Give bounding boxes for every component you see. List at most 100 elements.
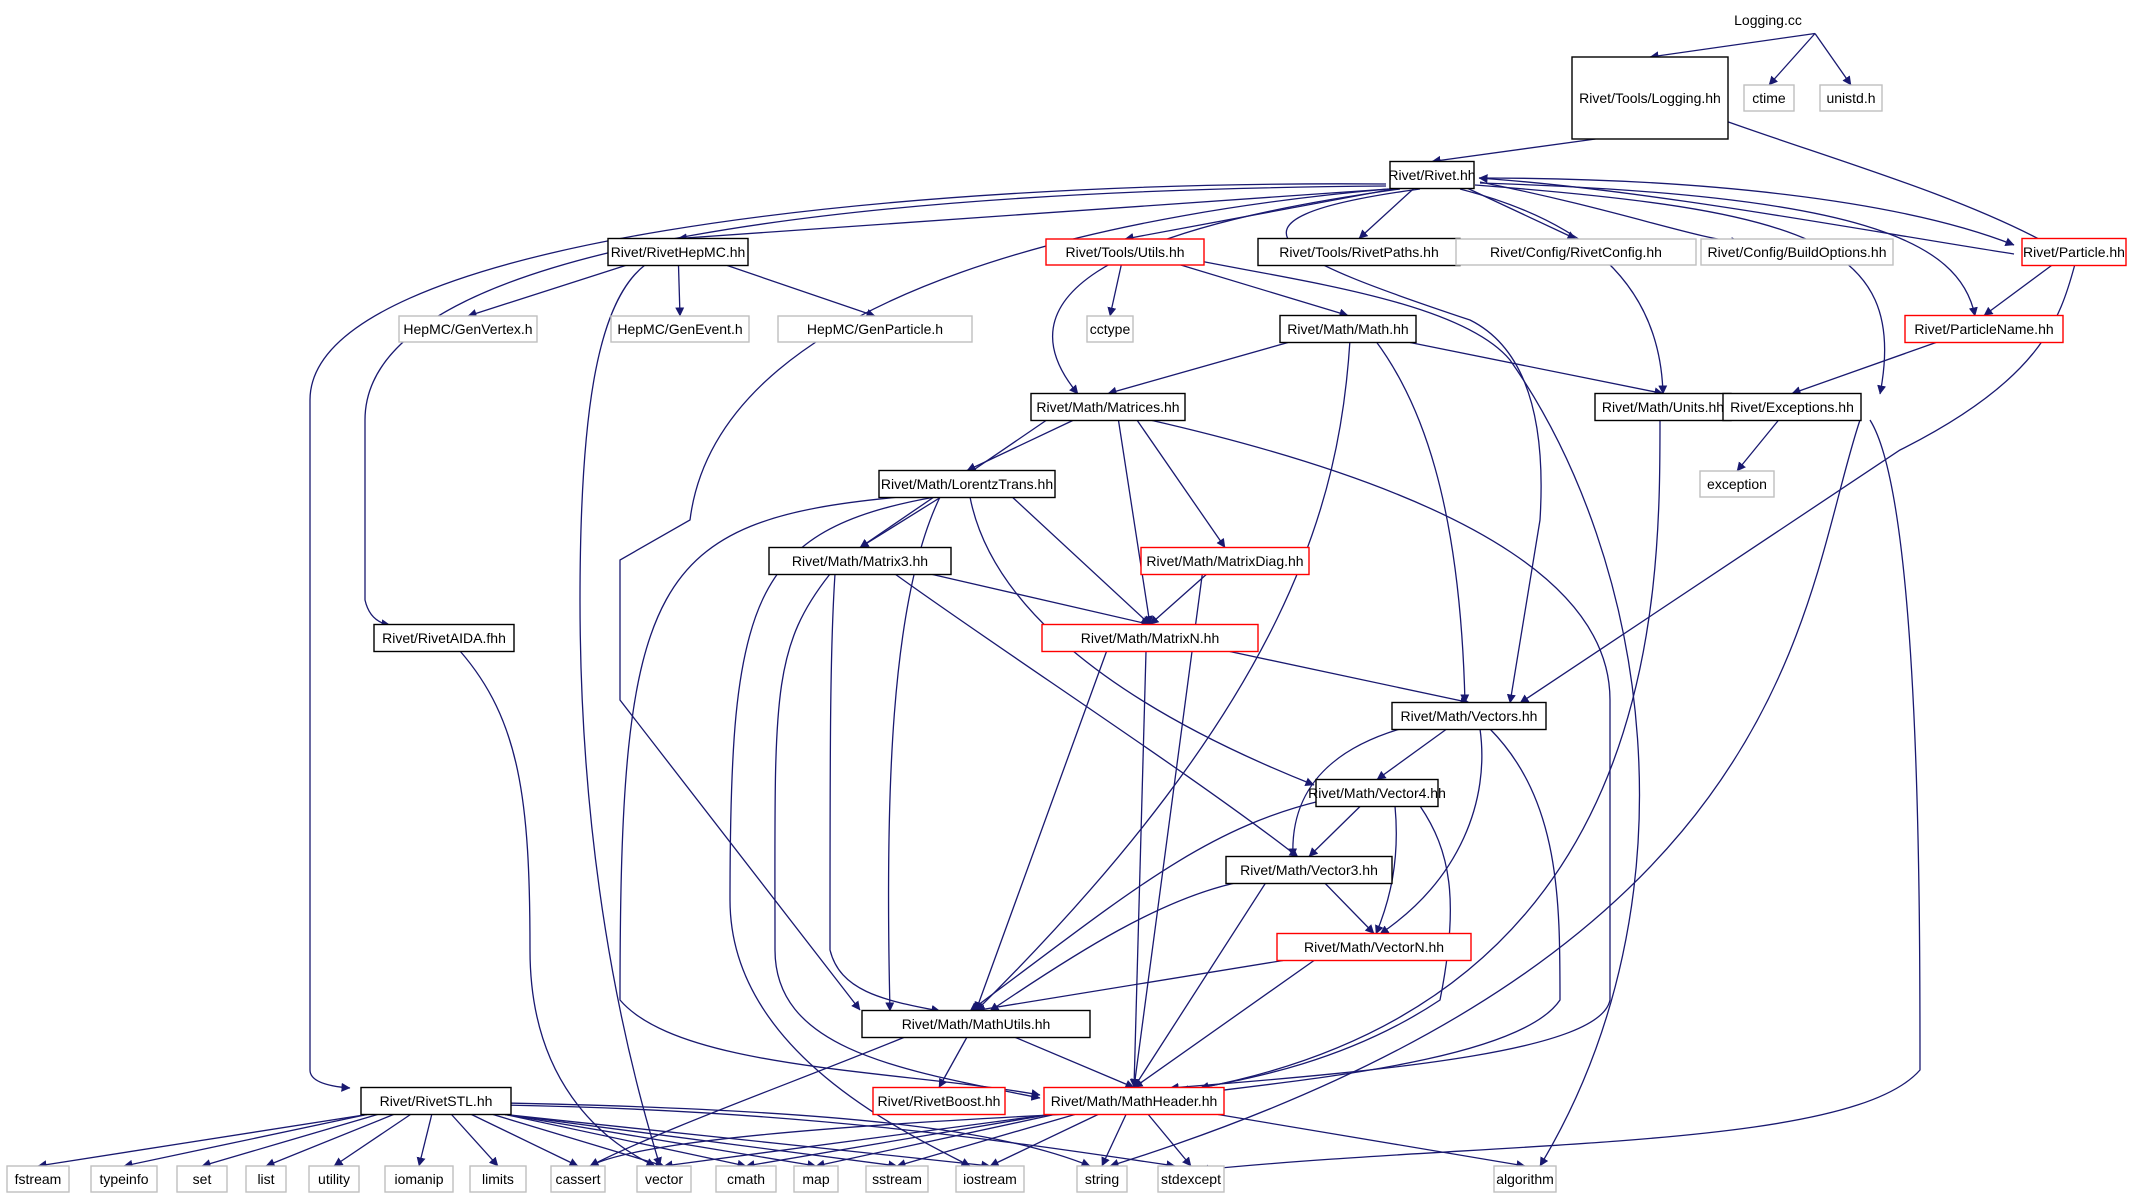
node-tools_utils[interactable]: Rivet/Tools/Utils.hh (1045, 238, 1205, 266)
edge-matrix3-to-matrixn (932, 573, 1151, 627)
edge-vector4-to-mathutils (969, 800, 1321, 1012)
node-math_hh[interactable]: Rivet/Math/Math.hh (1279, 314, 1417, 344)
node-mathutils[interactable]: Rivet/Math/MathUtils.hh (861, 1009, 1091, 1039)
node-label-units: Rivet/Math/Units.hh (1602, 399, 1724, 415)
edge-matrices-to-mathheader (1149, 419, 1611, 1092)
node-particlename[interactable]: Rivet/ParticleName.hh (1904, 314, 2064, 344)
edge-mathheader-to-algorithm (1217, 1113, 1526, 1170)
node-vector3[interactable]: Rivet/Math/Vector3.hh (1225, 855, 1393, 885)
node-box-units (1594, 392, 1732, 422)
node-rivetboost[interactable]: Rivet/RivetBoost.hh (872, 1086, 1006, 1116)
node-units[interactable]: Rivet/Math/Units.hh (1594, 392, 1732, 422)
node-label-matrices: Rivet/Math/Matrices.hh (1036, 399, 1179, 415)
node-label-utility: utility (318, 1171, 350, 1187)
node-lorentztrans[interactable]: Rivet/Math/LorentzTrans.hh (878, 469, 1056, 499)
node-box-iomanip (384, 1165, 454, 1193)
node-tools_logging[interactable]: Rivet/Tools/Logging.hh (1571, 56, 1729, 140)
node-label-set: set (193, 1171, 212, 1187)
node-label-exceptions: Rivet/Exceptions.hh (1730, 399, 1854, 415)
node-box-typeinfo (90, 1165, 158, 1193)
node-box-matrices (1030, 392, 1186, 422)
edge-units-to-mathheader (1199, 419, 1661, 1091)
node-label-rivetstl: Rivet/RivetSTL.hh (380, 1093, 493, 1109)
node-matrixn[interactable]: Rivet/Math/MatrixN.hh (1041, 623, 1259, 653)
node-set: set (176, 1165, 228, 1193)
node-label-iomanip: iomanip (394, 1171, 443, 1187)
edge-matrixdiag-to-matrixn (1149, 574, 1207, 625)
edge-matrices-to-matrixdiag (1136, 420, 1226, 548)
edge-tools_utils-to-cctype (1107, 264, 1122, 317)
edge-mathheader-to-iostream (989, 1113, 1099, 1167)
node-matrix3[interactable]: Rivet/Math/Matrix3.hh (768, 546, 952, 576)
node-box-cassert (550, 1165, 606, 1193)
node-exceptions[interactable]: Rivet/Exceptions.hh (1722, 392, 1862, 422)
node-box-math_hh (1279, 314, 1417, 344)
node-logging_cc[interactable]: Logging.cc (1734, 12, 1802, 28)
node-mathheader[interactable]: Rivet/Math/MathHeader.hh (1043, 1086, 1225, 1116)
node-label-math_hh: Rivet/Math/Math.hh (1287, 321, 1408, 337)
node-rivetstl[interactable]: Rivet/RivetSTL.hh (360, 1086, 512, 1116)
edge-vector4-to-vector3 (1308, 806, 1361, 857)
node-vector4[interactable]: Rivet/Math/Vector4.hh (1308, 778, 1446, 808)
edge-math_hh-to-matrices (1107, 341, 1289, 396)
node-rivet_hh[interactable]: Rivet/Rivet.hh (1388, 160, 1476, 190)
node-box-string (1076, 1165, 1128, 1193)
edge-vectors-to-vector4 (1376, 728, 1447, 781)
node-cmath: cmath (715, 1165, 777, 1193)
node-label-rivetpaths: Rivet/Tools/RivetPaths.hh (1279, 244, 1439, 260)
node-box-vectorn (1276, 932, 1472, 962)
edge-rivet_hh-to-rivethepmc (677, 187, 1397, 243)
node-vectors[interactable]: Rivet/Math/Vectors.hh (1391, 701, 1547, 731)
node-label-rivetboost: Rivet/RivetBoost.hh (878, 1093, 1001, 1109)
edge-mathheader-to-stdexcept (1147, 1114, 1192, 1167)
node-iostream: iostream (955, 1165, 1025, 1193)
node-exception: exception (1699, 470, 1775, 498)
edge-particlename-to-exceptions (1791, 341, 1937, 395)
node-box-mathutils (861, 1009, 1091, 1039)
edge-math_hh-to-vectors (1374, 339, 1470, 704)
edge-math_hh-to-units (1409, 341, 1664, 397)
node-utility: utility (308, 1165, 360, 1193)
node-box-algorithm (1493, 1165, 1557, 1193)
node-label-genparticle: HepMC/GenParticle.h (807, 321, 943, 337)
edge-vectors-to-mathheader (1199, 728, 1561, 1097)
node-ctime: ctime (1743, 84, 1795, 112)
edge-vector3-to-mathutils (989, 882, 1236, 1012)
node-label-exception: exception (1707, 476, 1767, 492)
node-box-particlename (1904, 314, 2064, 344)
edge-lorentztrans-to-mathheader (619, 496, 1041, 1098)
node-label-lorentztrans: Rivet/Math/LorentzTrans.hh (881, 476, 1053, 492)
node-box-lorentztrans (878, 469, 1056, 499)
node-label-matrixn: Rivet/Math/MatrixN.hh (1081, 630, 1219, 646)
node-label-genevent: HepMC/GenEvent.h (617, 321, 742, 337)
node-rivetpaths[interactable]: Rivet/Tools/RivetPaths.hh (1257, 237, 1461, 267)
node-box-set (176, 1165, 228, 1193)
node-label-vector: vector (645, 1171, 683, 1187)
edge-math_hh-to-mathutils (975, 339, 1351, 1012)
node-matrixdiag[interactable]: Rivet/Math/MatrixDiag.hh (1140, 546, 1310, 576)
edge-rivethepmc-to-genevent (675, 265, 685, 317)
node-label-map: map (802, 1171, 829, 1187)
node-box-fstream (6, 1165, 70, 1193)
node-stdexcept: stdexcept (1157, 1165, 1225, 1193)
edge-mathutils-to-rivetboost (938, 1037, 968, 1088)
edge-rivetstl-to-limits (451, 1114, 499, 1167)
edge-logging_cc-to-tools_logging (1649, 32, 1816, 61)
edge-rivetstl-to-iomanip (416, 1114, 433, 1167)
edge-matrixdiag-to-mathheader (1130, 574, 1203, 1088)
node-particle[interactable]: Rivet/Particle.hh (2021, 237, 2127, 267)
node-box-genparticle (777, 315, 973, 343)
edge-rivethepmc-to-genparticle (727, 264, 876, 318)
node-label-vector3: Rivet/Math/Vector3.hh (1240, 862, 1378, 878)
node-unistd: unistd.h (1819, 84, 1883, 112)
node-rivetaida[interactable]: Rivet/RivetAIDA.fhh (373, 623, 515, 653)
node-rivethepmc[interactable]: Rivet/RivetHepMC.hh (607, 237, 749, 267)
edge-vectorn-to-mathutils (975, 959, 1284, 1014)
node-box-sstream (865, 1165, 929, 1193)
node-matrices[interactable]: Rivet/Math/Matrices.hh (1030, 392, 1186, 422)
edge-lorentztrans-to-mathutils (885, 496, 941, 1012)
node-vectorn[interactable]: Rivet/Math/VectorN.hh (1276, 932, 1472, 962)
edge-lorentztrans-to-matrix3 (859, 496, 941, 549)
node-box-tools_logging (1571, 56, 1729, 140)
node-label-iostream: iostream (963, 1171, 1017, 1187)
